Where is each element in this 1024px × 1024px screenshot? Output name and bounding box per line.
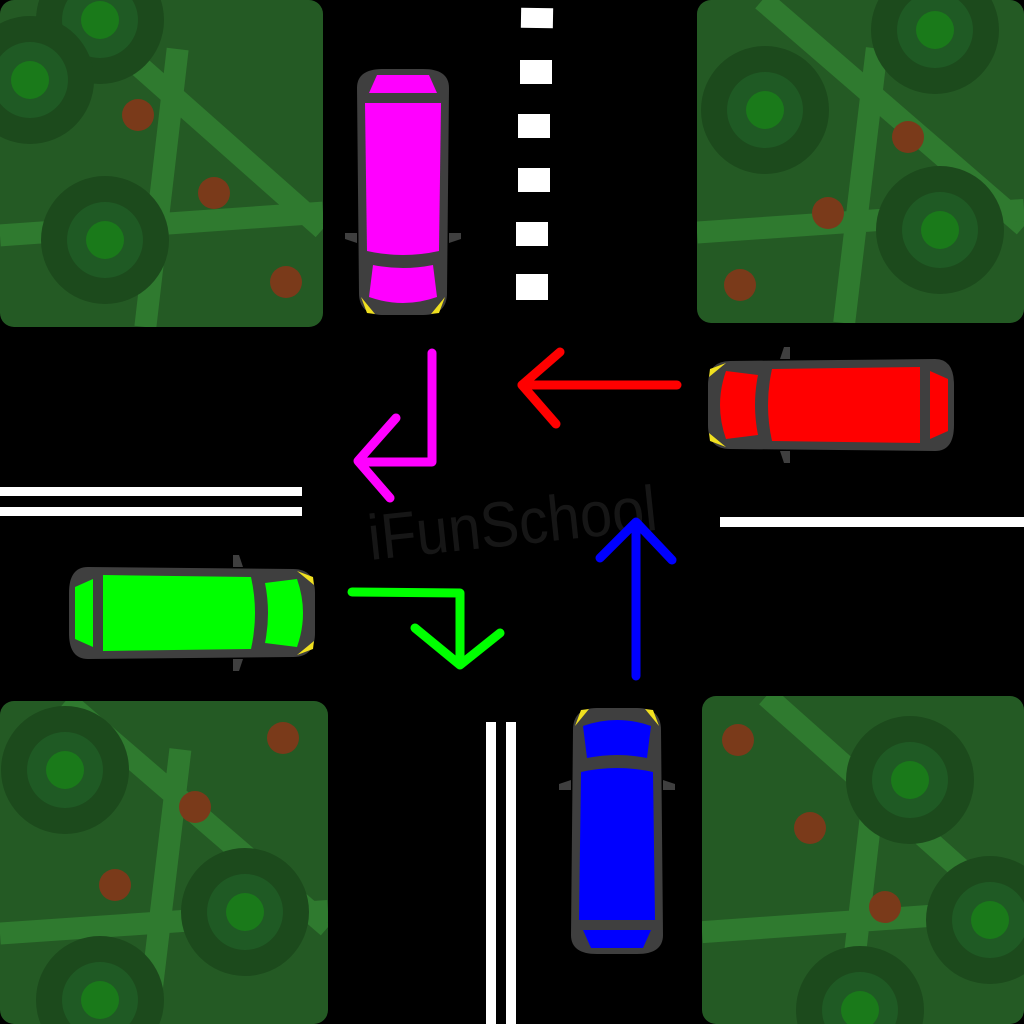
double-line [506, 722, 516, 1024]
double-line [0, 507, 302, 516]
dash-line-segment [516, 222, 548, 246]
tree-icon [41, 176, 169, 304]
dash-line-segment [520, 7, 554, 29]
berry-icon [122, 99, 154, 131]
green-car[interactable] [69, 555, 315, 671]
grass-block [0, 0, 323, 327]
berry-icon [724, 269, 756, 301]
green-arrow [347, 587, 505, 670]
red-car[interactable] [708, 347, 954, 463]
tree-icon [36, 936, 164, 1024]
grass-block [702, 696, 1024, 1024]
berry-icon [722, 724, 754, 756]
tree-icon [876, 166, 1004, 294]
dash-line-segment [518, 114, 550, 138]
berry-icon [179, 791, 211, 823]
dash-line-segment [516, 274, 548, 300]
double-line [486, 722, 496, 1024]
berry-icon [267, 722, 299, 754]
tree-icon [926, 856, 1024, 984]
blue-arrow [595, 517, 677, 681]
tree-icon [0, 16, 94, 144]
magenta-arrow [353, 348, 437, 503]
magenta-car[interactable] [345, 69, 461, 315]
lane-markings [0, 7, 1024, 1024]
berry-icon [270, 266, 302, 298]
blue-car[interactable] [559, 708, 675, 954]
tree-icon [796, 946, 924, 1024]
berry-icon [99, 869, 131, 901]
tree-icon [701, 46, 829, 174]
grass-block [697, 0, 1024, 323]
dash-line-segment [520, 60, 552, 84]
berry-icon [794, 812, 826, 844]
tree-icon [871, 0, 999, 94]
berry-icon [198, 177, 230, 209]
grass-block [0, 701, 328, 1024]
berry-icon [869, 891, 901, 923]
tree-icon [1, 706, 129, 834]
tree-icon [181, 848, 309, 976]
solid-line [720, 517, 1024, 527]
double-line [0, 487, 302, 496]
berry-icon [892, 121, 924, 153]
red-arrow [517, 347, 682, 429]
tree-icon [846, 716, 974, 844]
dash-line-segment [518, 168, 550, 192]
berry-icon [812, 197, 844, 229]
